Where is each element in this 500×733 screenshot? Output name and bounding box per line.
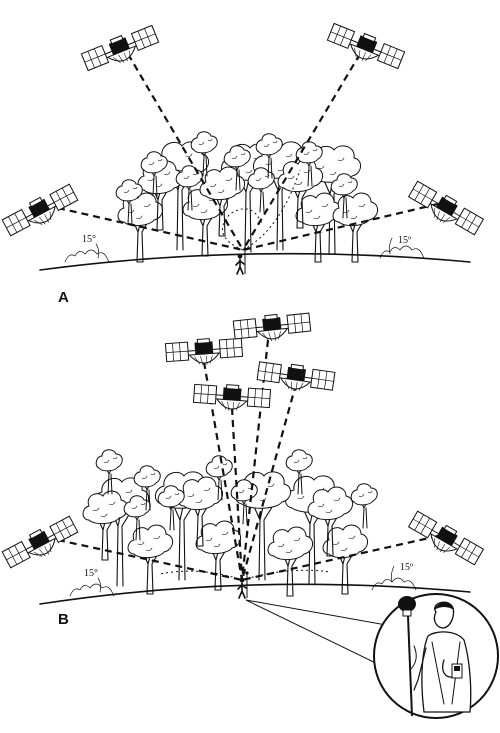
- angle-label-b-left: 15°: [84, 568, 98, 579]
- operator-inset: [373, 593, 499, 719]
- satellite-a-top-left: [80, 23, 162, 77]
- angle-label-a-left: 15°: [82, 234, 96, 245]
- ground-line-a: [39, 252, 471, 271]
- panel-label-a: A: [58, 289, 69, 306]
- panel-b: 15° 15º B: [0, 310, 499, 719]
- ground-line-b: [39, 583, 471, 605]
- satellite-a-top-right: [324, 21, 406, 75]
- gps-operator-a: [235, 246, 248, 275]
- satellite-a-right: [405, 178, 485, 241]
- satellite-a-left: [0, 181, 82, 242]
- satellite-b-left: [0, 513, 82, 574]
- panel-a: 15° 15º A: [0, 21, 485, 306]
- understory-b-left: [69, 583, 115, 597]
- panel-label-b: B: [58, 611, 69, 628]
- signal-paths-a: [57, 53, 439, 252]
- understory-a-left: [64, 249, 110, 263]
- satellite-b-right: [405, 508, 485, 571]
- satellite-b-3: [232, 310, 312, 346]
- forest-canopy-b: [82, 449, 378, 597]
- zoom-line-lower: [245, 599, 387, 669]
- satellite-b-1: [164, 335, 244, 369]
- satellite-b-2: [192, 381, 272, 415]
- angle-label-b-right: 15º: [400, 562, 413, 573]
- zoom-line-upper: [245, 599, 393, 627]
- angle-label-a-right: 15º: [398, 235, 411, 246]
